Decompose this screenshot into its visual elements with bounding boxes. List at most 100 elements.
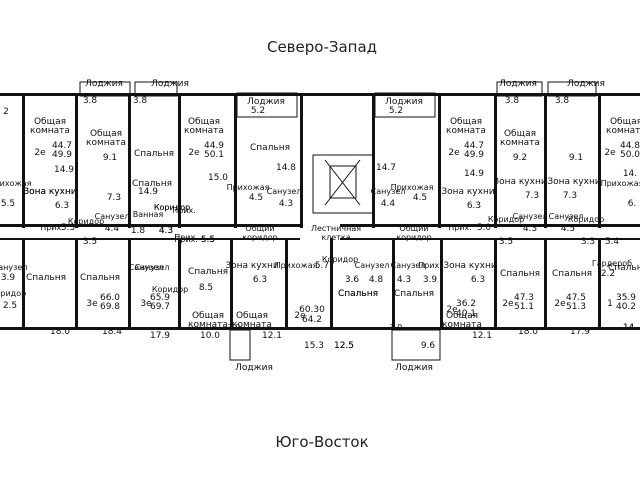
plan-text: 5.0 xyxy=(477,223,492,233)
plan-text: 2е xyxy=(604,148,616,158)
plan-text: 51.3 xyxy=(566,302,586,312)
plan-text: Прих. xyxy=(172,206,196,215)
plan-text: 9.1 xyxy=(569,153,583,163)
plan-text: 9.6 xyxy=(421,341,436,351)
plan-text: Спальня xyxy=(26,273,66,283)
plan-text: Прихожая xyxy=(227,183,270,192)
plan-text: 4.8 xyxy=(369,275,384,285)
plan-text: 6.3 xyxy=(471,275,485,285)
plan-text: Зона кухни xyxy=(225,261,279,271)
plan-text: 14. xyxy=(623,323,637,333)
plan-text: 4.5 xyxy=(413,193,427,203)
plan-text: 5.5 xyxy=(201,235,215,245)
plan-text: 3.9 xyxy=(390,323,403,332)
plan-text: 2е xyxy=(34,148,46,158)
plan-text: 40.1 xyxy=(456,309,476,319)
plan-text: 3.9 xyxy=(228,323,241,332)
plan-text: 60.30 xyxy=(299,305,325,315)
plan-text: Прихожая xyxy=(275,261,318,270)
plan-text: 4.3 xyxy=(279,199,293,209)
plan-text: Спальня xyxy=(188,267,228,277)
plan-text: 4.5 xyxy=(561,224,575,234)
plan-text: Санузел xyxy=(513,212,548,221)
plan-text: 18.4 xyxy=(102,327,122,337)
plan-text: 5.5 xyxy=(201,235,215,245)
plan-text: Санузел xyxy=(129,263,164,272)
plan-text: 50.0 xyxy=(620,150,640,160)
plan-text: 3.9 xyxy=(423,275,438,285)
plan-text: Коридор xyxy=(568,215,604,224)
plan-text: 15.3 xyxy=(304,341,324,351)
plan-text: Спальня xyxy=(394,289,434,299)
plan-text: 18.0 xyxy=(50,327,70,337)
plan-text: 7.3 xyxy=(563,191,577,201)
loggia-label: Лоджия xyxy=(567,79,605,89)
loggia-label: Лоджия xyxy=(499,79,537,89)
plan-text: Коридор xyxy=(488,215,524,224)
plan-text: 15.0 xyxy=(208,173,228,183)
plan-text: Коридор xyxy=(152,285,188,294)
plan-text: 14. xyxy=(623,169,637,179)
plan-text: 44.7 xyxy=(464,141,484,151)
plan-text: 6.3 xyxy=(467,201,481,211)
plan-text: 47.5 xyxy=(566,293,586,303)
plan-text: Зона кухни xyxy=(23,187,77,197)
plan-text: 3.8 xyxy=(133,96,148,106)
plan-text: 17.9 xyxy=(150,331,170,341)
plan-text: 2е xyxy=(448,148,460,158)
plan-text: Прих. xyxy=(174,235,198,244)
loggia-label: Лоджия xyxy=(385,97,423,107)
plan-text: Прих. xyxy=(418,261,442,270)
plan-text: Прихожая xyxy=(0,179,32,188)
loggia-label: Лоджия xyxy=(85,79,123,89)
plan-text: Санузел xyxy=(355,261,390,270)
plan-text: 7.3 xyxy=(525,191,539,201)
plan-text: 4.4 xyxy=(105,224,120,234)
plan-text: 5.7 xyxy=(315,261,329,271)
plan-text: 2.2 xyxy=(601,269,615,279)
plan-text: 14. xyxy=(623,323,637,333)
plan-text: Спальня xyxy=(338,289,378,299)
plan-text: 44.8 xyxy=(620,141,640,151)
plan-text: Спальня xyxy=(80,273,120,283)
plan-text: 4.3 xyxy=(397,275,411,285)
plan-text: 49.9 xyxy=(464,150,484,160)
plan-text: 12.5 xyxy=(334,341,354,351)
plan-text: 2е xyxy=(502,299,514,309)
plan-text: Коридор xyxy=(322,255,358,264)
plan-text: 44.9 xyxy=(204,141,224,151)
loggia-label: Лоджия xyxy=(395,363,433,373)
plan-text: 7.3 xyxy=(107,193,121,203)
plan-text: Санузел xyxy=(0,263,27,272)
plan-text: Спальня xyxy=(608,263,640,273)
plan-text: 3.6 xyxy=(345,275,360,285)
plan-text: Санузел xyxy=(549,212,584,221)
plan-text: 44.7 xyxy=(52,141,72,151)
plan-text: 12.1 xyxy=(472,331,492,341)
plan-text: 65.9 xyxy=(150,293,170,303)
plan-text: Коридор xyxy=(154,203,190,212)
plan-text: 3.8 xyxy=(83,96,98,106)
plan-text: 4.3 xyxy=(159,226,173,236)
plan-text: Спальня xyxy=(500,269,540,279)
plan-text: 9.2 xyxy=(513,153,527,163)
plan-text: Санузел xyxy=(371,187,406,196)
plan-text: Прих. xyxy=(174,233,198,242)
plan-text: 6. xyxy=(628,199,637,209)
plan-text: 49.9 xyxy=(52,150,72,160)
plan-text: 5.2 xyxy=(251,106,265,116)
loggia-label: Лоджия xyxy=(151,79,189,89)
plan-text: Коридор xyxy=(154,203,190,212)
plan-text: 3.9 xyxy=(1,273,16,283)
plan-text: 69.7 xyxy=(150,302,170,312)
plan-text: 3.5 xyxy=(499,237,513,247)
